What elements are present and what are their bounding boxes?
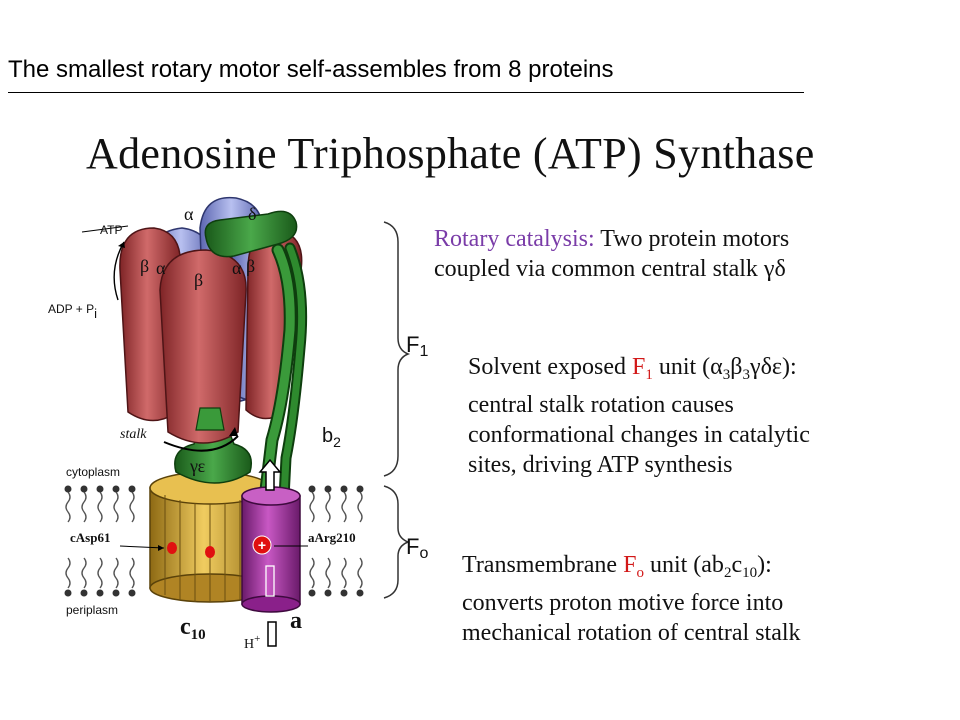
peripheral-stalk-b2 xyxy=(259,242,308,504)
rotation-arrow xyxy=(163,435,239,452)
f1-unit-description: Solvent exposed F1 unit (α3β3γδε): centr… xyxy=(468,354,810,478)
a-label: a xyxy=(290,608,302,634)
f1-brace xyxy=(383,221,411,477)
gamma-epsilon-subunit xyxy=(174,423,252,484)
lipid-bilayer xyxy=(65,491,363,589)
title-underline xyxy=(8,92,804,93)
beta-label-right: β xyxy=(246,256,255,276)
asp61-label: cAsp61 xyxy=(70,530,110,545)
stalk-label: stalk xyxy=(120,427,147,442)
fo-unit-name: Fo xyxy=(623,552,644,581)
adp-label: ADP + Pi xyxy=(48,302,97,321)
a-subunit: + xyxy=(241,486,301,613)
delta-label: δ xyxy=(248,204,256,224)
hplus-label: H+ xyxy=(244,633,260,652)
f1-unit-name: F1 xyxy=(631,354,653,383)
alpha-label-top: α xyxy=(184,204,194,224)
proton-channel-bar xyxy=(267,621,277,647)
gamma-epsilon-label: γε xyxy=(189,456,206,476)
cytoplasm-label: cytoplasm xyxy=(66,465,120,479)
alpha-label-left: α xyxy=(156,258,166,278)
beta-label-center: β xyxy=(194,270,203,290)
fo-brace xyxy=(383,485,411,599)
rotary-catalysis-lead: Rotary catalysis: xyxy=(434,226,595,252)
central-stalk xyxy=(195,407,225,431)
arg210-label: aArg210 xyxy=(308,530,356,545)
rotary-catalysis-description: Rotary catalysis: Two protein motors cou… xyxy=(434,226,790,282)
proton-up-arrow xyxy=(258,458,282,491)
c10-label: c10 xyxy=(180,614,206,643)
periplasm-label: periplasm xyxy=(66,603,118,617)
f1-label: F1 xyxy=(406,332,428,360)
fo-unit-description: Transmembrane Fo unit (ab2c10): converts… xyxy=(462,552,801,646)
alpha-label-right: α xyxy=(232,258,242,278)
b2-label: b2 xyxy=(322,425,341,450)
slide-title: The smallest rotary motor self-assembles… xyxy=(8,56,614,83)
svg-text:+: + xyxy=(258,537,266,553)
delta-subunit xyxy=(204,210,298,258)
fo-label: Fo xyxy=(406,534,428,562)
atp-label: ATP xyxy=(100,223,122,237)
beta-label-left: β xyxy=(140,256,149,276)
main-heading: Adenosine Triphosphate (ATP) Synthase xyxy=(86,129,815,178)
